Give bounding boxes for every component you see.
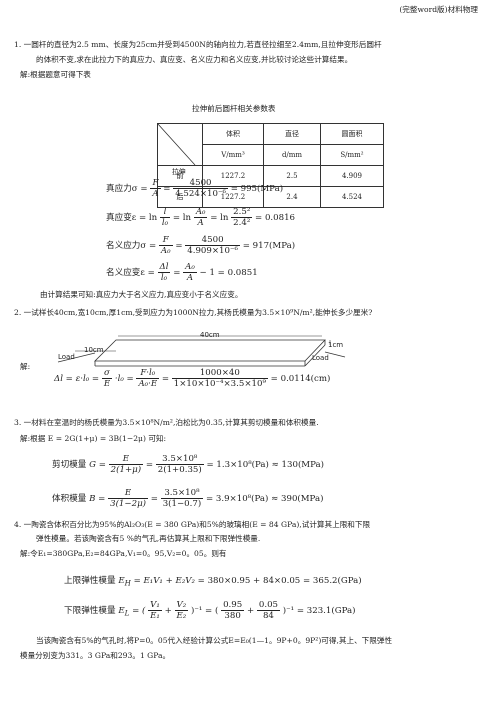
problem-3-line-1: 3. 一材料在室温时的杨氏模量为3.5×10⁸N/m²,泊松比为0.35,计算其… [14, 418, 319, 427]
table-title: 拉伸前后圆杆相关参数表 [192, 104, 276, 113]
problem-4-tail-2: 模量分别变为331。3 GPa和293。1 GPa。 [20, 651, 171, 660]
problem-4-line-1: 4. 一陶瓷含体积百分比为95%的Al₂O₃(E = 380 GPa)和5%的玻… [14, 520, 371, 529]
row-label-stretch: 拉伸 [172, 168, 186, 176]
problem-4-line-2: 弹性模量。若该陶瓷含有5 %的气孔,再估算其上限和下限弹性模量. [36, 534, 261, 543]
cell-area-after: 4.524 [320, 186, 384, 208]
problem-4-solution: 解:令E₁=380GPa,E₂=84GPa,V₁=0。95,V₂=0。05。则有 [20, 549, 227, 558]
problem-4-tail-1: 当该陶瓷含有5%的气孔时,将P=0。05代入经验计算公式E=E₀(1—1。9P+… [36, 636, 393, 645]
true-stress-label: 真应力σ [106, 184, 138, 194]
fig-length-label: 40cm [200, 331, 220, 339]
fig-load-left: Load [58, 353, 75, 361]
problem-1-line-2: 的体积不变,求在此拉力下的真应力、真应变、名义应力和名义应变,并比较讨论这些计算… [36, 55, 353, 64]
problem-2-line-1: 2. 一试样长40cm,宽10cm,厚1cm,受到应力为1000N拉力,其杨氏模… [14, 308, 373, 317]
fig-width-label: 10cm [84, 346, 104, 354]
problem-3-solution: 解:根据 E = 2G(1+μ) = 3B(1−2μ) 可知: [20, 434, 167, 443]
problem-2-solution: 解: [20, 362, 31, 371]
problem-1-solution: 解:根据题意可得下表 [20, 70, 91, 79]
problem-1-conclusion: 由计算结果可知:真应力大于名义应力,真应变小于名义应变。 [40, 290, 243, 299]
fig-load-right: Load [312, 354, 329, 362]
fig-thickness-label: 1cm [328, 341, 344, 349]
parameter-table: 体积 直径 圆面积 V/mm³ d/mm S/mm² 前 1227.2 2.5 … [157, 123, 384, 208]
problem-1-line-1: 1. 一圆杆的直径为2.5 mm、长度为25cm并受到4500N的轴向拉力,若直… [14, 40, 382, 49]
upper-modulus-formula: 上限弹性模量 EH = E₁V₁ + E₂V₂ = 380×0.95 + 84×… [64, 576, 362, 588]
page-header: (完整word版)材料物理 [399, 5, 478, 14]
